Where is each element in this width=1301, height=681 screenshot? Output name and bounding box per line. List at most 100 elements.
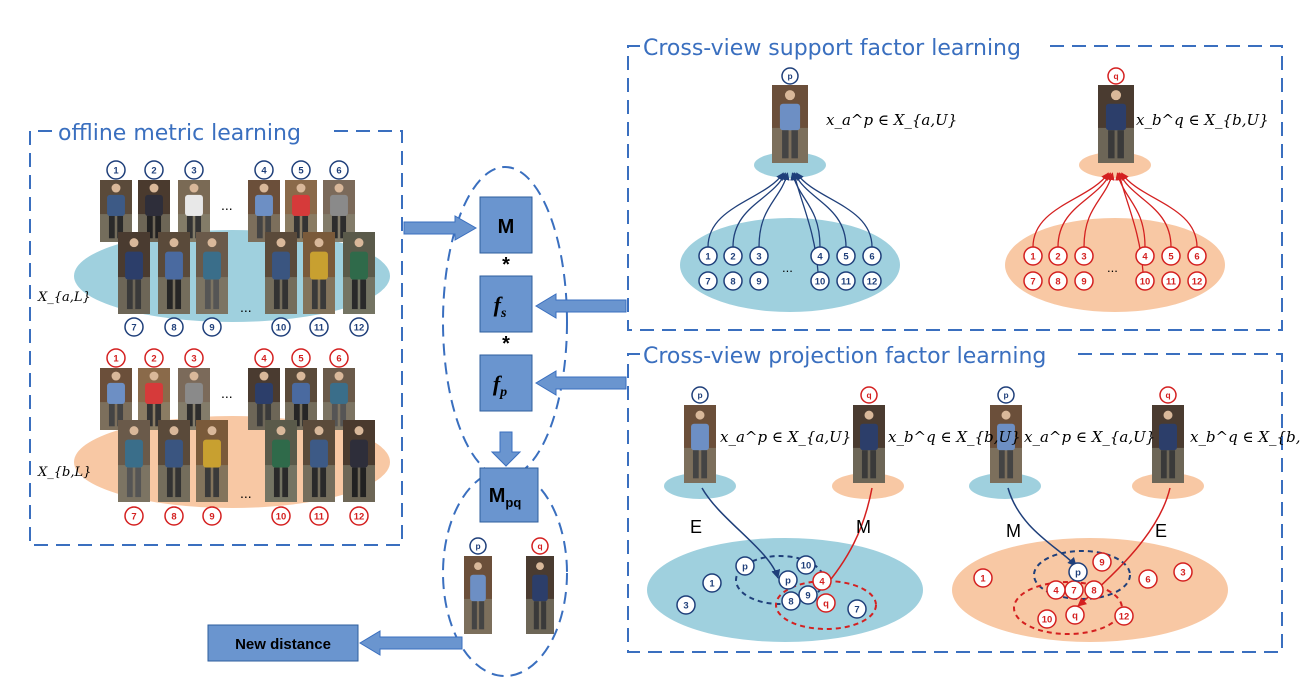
- projection-panel-border: [627, 353, 1283, 653]
- support-arrow-orange-1: [1032, 172, 1109, 248]
- svg-text:7: 7: [1030, 277, 1035, 288]
- proj-right-m-label: M: [1006, 521, 1021, 541]
- proj-left-person-q: [853, 405, 885, 483]
- svg-text:6: 6: [1194, 252, 1199, 263]
- svg-text:12: 12: [354, 323, 365, 334]
- offline-badge-b-1: 1: [106, 348, 126, 368]
- m-box: [479, 196, 533, 254]
- result-group-ellipse: [442, 469, 568, 677]
- proj-left-node-1: 1: [702, 573, 722, 593]
- svg-text:5: 5: [298, 166, 303, 177]
- svg-text:2: 2: [151, 354, 156, 365]
- support-arrow-blue-6: [796, 172, 873, 248]
- support-badge-blue-2: 2: [723, 246, 743, 266]
- offline-badge-a-12: 12: [349, 317, 369, 337]
- support-p-badge: p: [781, 67, 799, 85]
- arrow-offline-to-m: [403, 215, 478, 241]
- proj-left-q-base: [832, 473, 904, 499]
- proj-right-xb-label: x_b^q ∈ X_{b,U}: [1190, 428, 1301, 446]
- proj-right-node-12: 12: [1114, 606, 1134, 626]
- offline-badge-a-4: 4: [254, 160, 274, 180]
- svg-text:1: 1: [705, 252, 710, 263]
- fs-box: [479, 275, 533, 333]
- svg-text:11: 11: [314, 512, 324, 523]
- svg-text:8: 8: [171, 323, 176, 334]
- svg-text:2: 2: [151, 166, 156, 177]
- svg-text:10: 10: [801, 561, 812, 572]
- svg-text:8: 8: [730, 277, 735, 288]
- svg-text:9: 9: [1081, 277, 1086, 288]
- svg-text:p: p: [1003, 390, 1008, 400]
- offline-panel-border: [29, 130, 403, 546]
- svg-text:12: 12: [1192, 277, 1203, 288]
- svg-text:7: 7: [705, 277, 710, 288]
- offline-person-a-bottom-10: [265, 232, 297, 314]
- support-badge-blue-10: 10: [810, 271, 830, 291]
- proj-right-m-arrow: [1007, 487, 1077, 567]
- proj-left-q-neighborhood: [775, 580, 877, 630]
- offline-metric-panel: offline metric learning X_{a,L} X_{b,L} …: [29, 121, 403, 546]
- offline-person-a-top-2: [138, 180, 170, 242]
- offline-badge-b-4: 4: [254, 348, 274, 368]
- svg-text:4: 4: [1053, 586, 1059, 597]
- multiply-1: *: [502, 254, 510, 276]
- support-q-badge: q: [1107, 67, 1125, 85]
- support-badge-blue-11: 11: [836, 271, 856, 291]
- proj-right-q-badge: q: [1159, 386, 1177, 404]
- multiply-2: *: [502, 333, 510, 355]
- svg-text:11: 11: [314, 323, 324, 334]
- support-badge-orange-11: 11: [1161, 271, 1181, 291]
- svg-text:8: 8: [171, 512, 176, 523]
- proj-right-node-9: 9: [1092, 552, 1112, 572]
- svg-text:11: 11: [1166, 277, 1176, 288]
- offline-badge-b-8: 8: [164, 506, 184, 526]
- proj-right-p-badge: p: [997, 386, 1015, 404]
- svg-text:5: 5: [298, 354, 303, 365]
- svg-text:p: p: [742, 562, 748, 573]
- svg-text:11: 11: [841, 277, 851, 288]
- svg-text:q: q: [1113, 71, 1118, 81]
- svg-text:3: 3: [1081, 252, 1086, 263]
- proj-left-xa-label: x_a^p ∈ X_{a,U}: [720, 428, 851, 446]
- svg-text:8: 8: [1055, 277, 1060, 288]
- support-panel-border: [627, 45, 1283, 331]
- proj-right-person-p: [990, 405, 1022, 483]
- offline-person-images: [100, 180, 375, 502]
- svg-text:10: 10: [276, 323, 287, 334]
- fp-box-label: fp: [493, 371, 507, 400]
- mpq-box-label: Mpq: [489, 485, 522, 510]
- offline-ellipsis-a-bottom: ...: [240, 299, 252, 315]
- offline-badge-b-11: 11: [309, 506, 329, 526]
- svg-text:8: 8: [788, 597, 793, 608]
- mpq-person-p: [464, 556, 492, 634]
- offline-badge-a-10: 10: [271, 317, 291, 337]
- offline-ellipsis-a-top: ...: [221, 197, 233, 213]
- proj-left-node-10: 10: [796, 555, 816, 575]
- proj-left-e-label: E: [690, 517, 702, 537]
- offline-person-b-top-1: [100, 368, 132, 430]
- svg-text:p: p: [785, 576, 791, 587]
- svg-text:6: 6: [1145, 575, 1150, 586]
- svg-text:7: 7: [1071, 586, 1076, 597]
- support-panel-title: Cross-view support factor learning: [643, 36, 1021, 61]
- offline-badge-a-8: 8: [164, 317, 184, 337]
- svg-text:5: 5: [843, 252, 848, 263]
- support-badge-orange-10: 10: [1135, 271, 1155, 291]
- proj-left-node-q: q: [816, 593, 836, 613]
- proj-right-person-q: [1152, 405, 1184, 483]
- offline-badge-a-2: 2: [144, 160, 164, 180]
- proj-left-node-9: 9: [798, 585, 818, 605]
- support-person-q: [1098, 85, 1134, 163]
- offline-badge-a-5: 5: [291, 160, 311, 180]
- support-badge-blue-5: 5: [836, 246, 856, 266]
- proj-right-node-1: 1: [973, 568, 993, 588]
- svg-text:1: 1: [709, 579, 714, 590]
- svg-text:1: 1: [980, 574, 985, 585]
- mpq-q-badge: q: [531, 537, 549, 555]
- proj-left-p-base: [664, 473, 736, 499]
- support-arrow-blue-1: [707, 172, 784, 248]
